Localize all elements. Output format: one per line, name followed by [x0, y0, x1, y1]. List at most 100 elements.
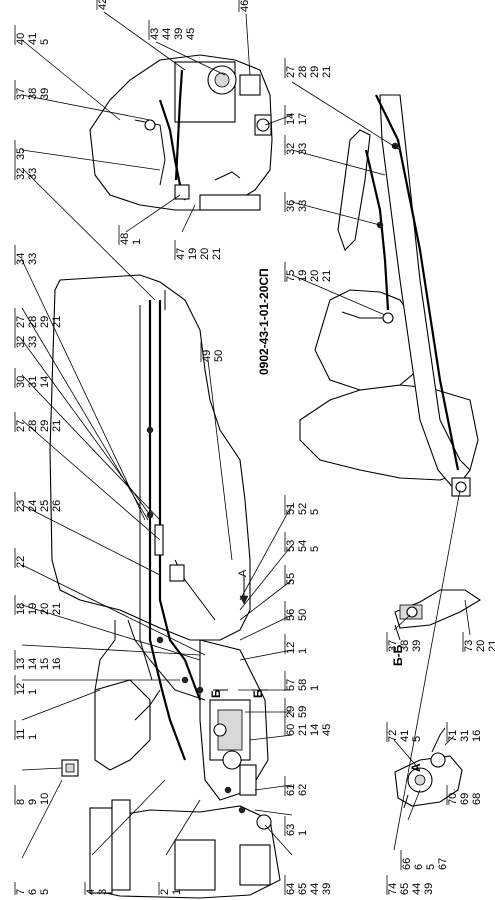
callout-number: 25: [39, 500, 51, 512]
callout-number: 39: [39, 88, 51, 100]
callout-number: 5: [425, 864, 437, 870]
callout-leader-line: [291, 201, 381, 226]
callout-leader-line: [21, 419, 161, 541]
callout-number: 32: [285, 143, 297, 155]
callout-leader-line: [254, 784, 293, 791]
section-bb-detail: [394, 589, 482, 641]
callout-number: 1: [27, 734, 39, 740]
callout-number: 48: [119, 233, 131, 245]
callout-leader-line: [393, 614, 411, 631]
callout-number: 33: [27, 168, 39, 180]
callout-number: 49: [201, 350, 213, 362]
callout-leader-line: [21, 374, 161, 521]
callout-number: 21: [297, 724, 309, 736]
callout-group: 55: [239, 565, 297, 621]
callout-number: 10: [39, 793, 51, 805]
callout-leader-line: [207, 359, 233, 561]
callout-number: 5: [411, 736, 423, 742]
callout-number: 38: [27, 88, 39, 100]
callout-leader-line: [165, 799, 201, 856]
callout-number: 1: [27, 689, 39, 695]
callout-group: 42: [96, 0, 186, 71]
callout-leader-line: [393, 489, 461, 851]
callout-number: 17: [297, 113, 309, 125]
callout-number: 21: [51, 420, 63, 432]
callout-number: 12: [285, 642, 297, 654]
callout-number: 1: [297, 830, 309, 836]
callout-number: 29: [39, 420, 51, 432]
callout-number: 20: [309, 270, 321, 282]
callout-number: 26: [51, 500, 63, 512]
callout-number: 68: [471, 793, 483, 805]
callout-leader-line: [21, 767, 63, 771]
callout-number: 64: [285, 883, 297, 895]
callout-number: 15: [39, 658, 51, 670]
callout-number: 30: [15, 376, 27, 388]
callout-number: 74: [387, 883, 399, 895]
view-a-detail: [394, 727, 463, 809]
callout-leader-line: [239, 579, 293, 621]
callout-leader-line: [291, 274, 386, 316]
top-engine-view: [89, 54, 273, 211]
callout-number: 72: [387, 730, 399, 742]
callout-number: 36: [285, 200, 297, 212]
callout-number: 23: [15, 500, 27, 512]
callout-leader-line: [239, 504, 293, 601]
callout-number: 50: [297, 609, 309, 621]
callout-number: 60: [285, 724, 297, 736]
callout-number: 57: [285, 679, 297, 691]
callout-leader-line: [264, 824, 293, 856]
callout-group: 35: [14, 140, 161, 171]
callout-number: 37: [387, 640, 399, 652]
callout-number: 20: [199, 248, 211, 260]
callout-leader-line: [444, 735, 455, 746]
callout-number: 56: [285, 609, 297, 621]
callout-number: 27: [15, 316, 27, 328]
callout-number: 31: [459, 730, 471, 742]
callout-number: 28: [27, 420, 39, 432]
callout-leader-line: [239, 544, 293, 611]
callout-group: 46: [238, 0, 251, 76]
callout-leader-line: [155, 41, 226, 76]
callout-number: 71: [447, 730, 459, 742]
callout-number: 66: [401, 858, 413, 870]
callout-number: 44: [309, 883, 321, 895]
callout-leader-line: [291, 81, 401, 151]
callout-number: 33: [297, 143, 309, 155]
callout-number: 8: [15, 799, 27, 805]
callout-number: 33: [27, 253, 39, 265]
callout-number: 28: [27, 316, 39, 328]
callout-leader-line: [264, 114, 293, 126]
callout-leader-line: [21, 604, 201, 661]
callout-number: 62: [297, 784, 309, 796]
callout-number: 41: [399, 730, 411, 742]
callout-leader-line: [21, 39, 121, 121]
callout-number: 46: [239, 0, 251, 12]
callout-number: 52: [297, 503, 309, 515]
callout-leader-line: [21, 564, 206, 656]
